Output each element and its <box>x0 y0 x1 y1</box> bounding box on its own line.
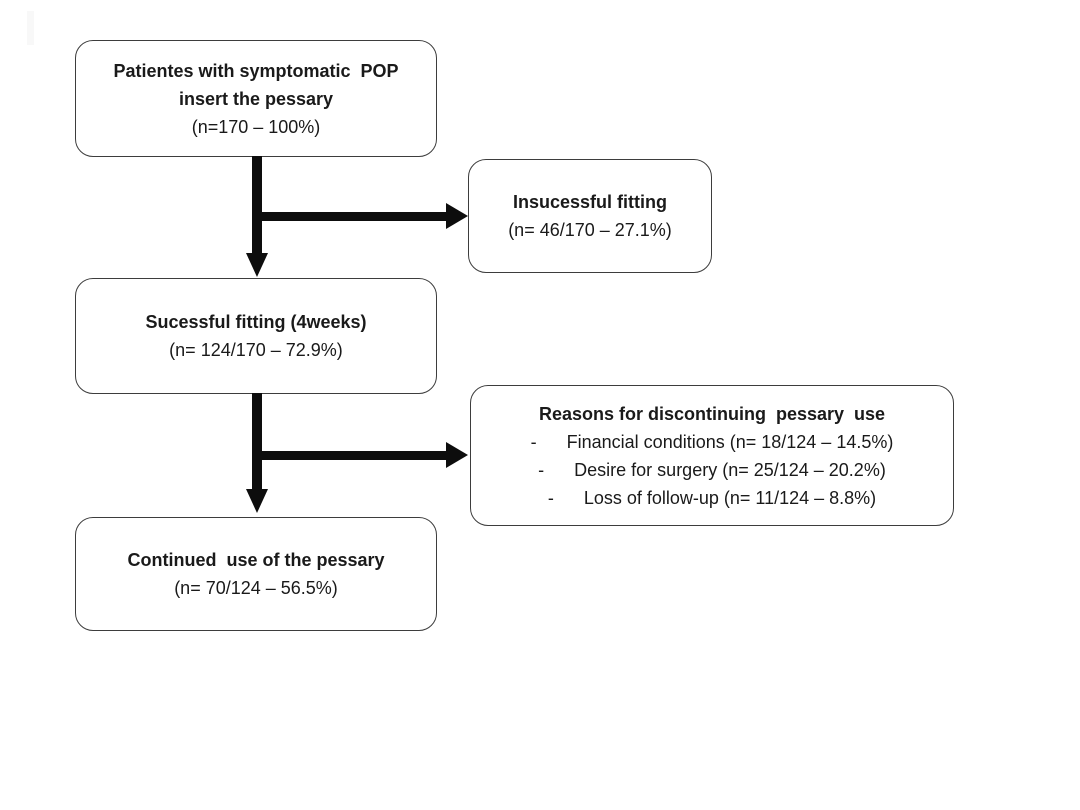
box-continued-use: Continued use of the pessary (n= 70/124 … <box>75 517 437 631</box>
box-unsuccessful-fitting: Insucessful fitting (n= 46/170 – 27.1%) <box>468 159 712 273</box>
arrow-head <box>246 253 268 277</box>
box-patients: Patientes with symptomatic POP insert th… <box>75 40 437 157</box>
page-artifact <box>27 11 34 45</box>
box-reasons-title: Reasons for discontinuing pessary use <box>538 403 886 424</box>
box-patients-stat: (n=170 – 100%) <box>191 116 321 137</box>
arrow-shaft <box>252 393 262 490</box>
arrow-shaft <box>254 451 447 460</box>
box-successful-stat: (n= 124/170 – 72.9%) <box>169 340 343 360</box>
reason-item: - Loss of follow-up (n= 11/124 – 8.8%) <box>547 487 877 508</box>
box-successful-fitting: Sucessful fitting (4weeks) (n= 124/170 –… <box>75 278 437 394</box>
box-patients-title-line2: insert the pessary <box>178 88 334 109</box>
arrow-head <box>246 489 268 513</box>
arrow-shaft <box>254 212 447 221</box>
reason-item: - Desire for surgery (n= 25/124 – 20.2%) <box>538 459 886 480</box>
box-patients-title-line1: Patientes with symptomatic POP <box>113 60 399 81</box>
box-successful-title: Sucessful fitting (4weeks) <box>145 312 367 332</box>
box-unsuccessful-stat: (n= 46/170 – 27.1%) <box>508 220 672 240</box>
box-continued-stat: (n= 70/124 – 56.5%) <box>174 578 338 598</box>
arrow-shaft <box>252 156 262 254</box>
box-unsuccessful-title: Insucessful fitting <box>512 192 667 212</box>
arrow-head <box>446 442 468 468</box>
box-continued-title: Continued use of the pessary <box>127 550 385 570</box>
arrow-head <box>446 203 468 229</box>
box-discontinuation-reasons: Reasons for discontinuing pessary use - … <box>470 385 954 526</box>
reason-item: - Financial conditions (n= 18/124 – 14.5… <box>530 431 894 452</box>
